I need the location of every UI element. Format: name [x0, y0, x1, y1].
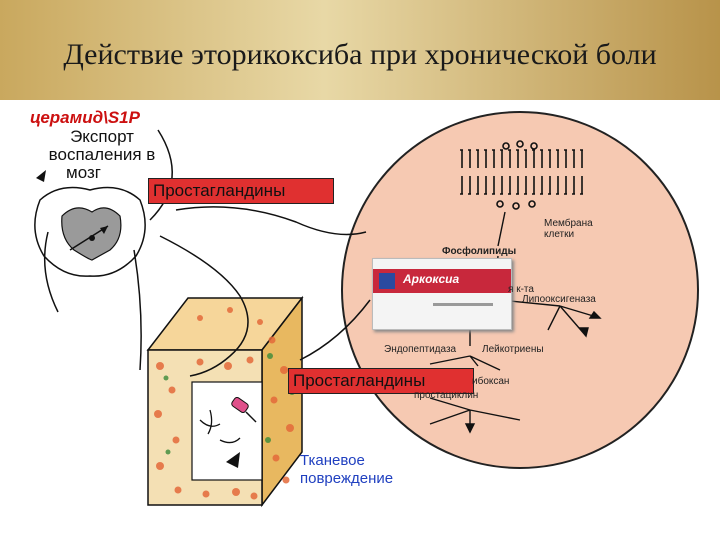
package-line	[433, 303, 493, 306]
tissue-line-2: повреждение	[300, 470, 394, 487]
membrane-label: Мембрана клетки	[544, 218, 593, 240]
tissue-line-1: Тканевое	[300, 452, 365, 469]
tissue-damage-label: Тканевое повреждение	[300, 452, 393, 488]
export-line-1: Экспорт	[70, 127, 134, 146]
nerve-endings	[199, 409, 241, 444]
nerve-fibers	[43, 129, 371, 377]
prostaglandins-label-bottom: Простагландины	[288, 368, 474, 394]
membrane-line-1: Мембрана	[544, 218, 593, 229]
export-line-2: воспаления в	[48, 145, 156, 164]
lipoxygenase-label: Липооксигеназа	[522, 294, 596, 305]
needle-icon	[231, 396, 257, 423]
membrane-lower-row	[460, 176, 584, 195]
thromboxane-label: ибоксан	[472, 376, 510, 387]
membrane-line-2: клетки	[544, 229, 575, 240]
tissue-window	[191, 381, 263, 481]
header-banner	[0, 0, 720, 100]
package-brand: Аркоксиа	[403, 272, 460, 286]
leukotrienes-label: Лейкотриены	[482, 344, 544, 355]
arrow-icon	[226, 452, 240, 468]
prostaglandins-label-top: Простагландины	[148, 178, 334, 204]
arrow-up-icon	[36, 170, 46, 182]
spinal-cord	[34, 186, 146, 277]
membrane-bilayer	[460, 140, 584, 210]
package-band	[373, 269, 511, 293]
export-label: Экспорт воспаления в мозг	[22, 128, 182, 182]
export-line-3: мозг	[66, 163, 101, 182]
acid-label: я к-та	[508, 284, 534, 295]
page-title: Действие эторикоксиба при хронической бо…	[63, 38, 657, 71]
tissue-cells	[154, 307, 294, 500]
ceramide-label: церамид\S1P	[30, 108, 140, 127]
medication-package: Аркоксиа	[372, 258, 512, 330]
msd-logo-icon	[379, 273, 395, 289]
endoperoxidase-label: Эндопептидаза	[384, 344, 457, 355]
phospholipids-label: Фосфолипиды	[442, 246, 517, 257]
tissue-block	[146, 295, 304, 508]
prostacyclin-label: простациклин	[414, 390, 479, 401]
membrane-upper-row	[460, 149, 584, 168]
